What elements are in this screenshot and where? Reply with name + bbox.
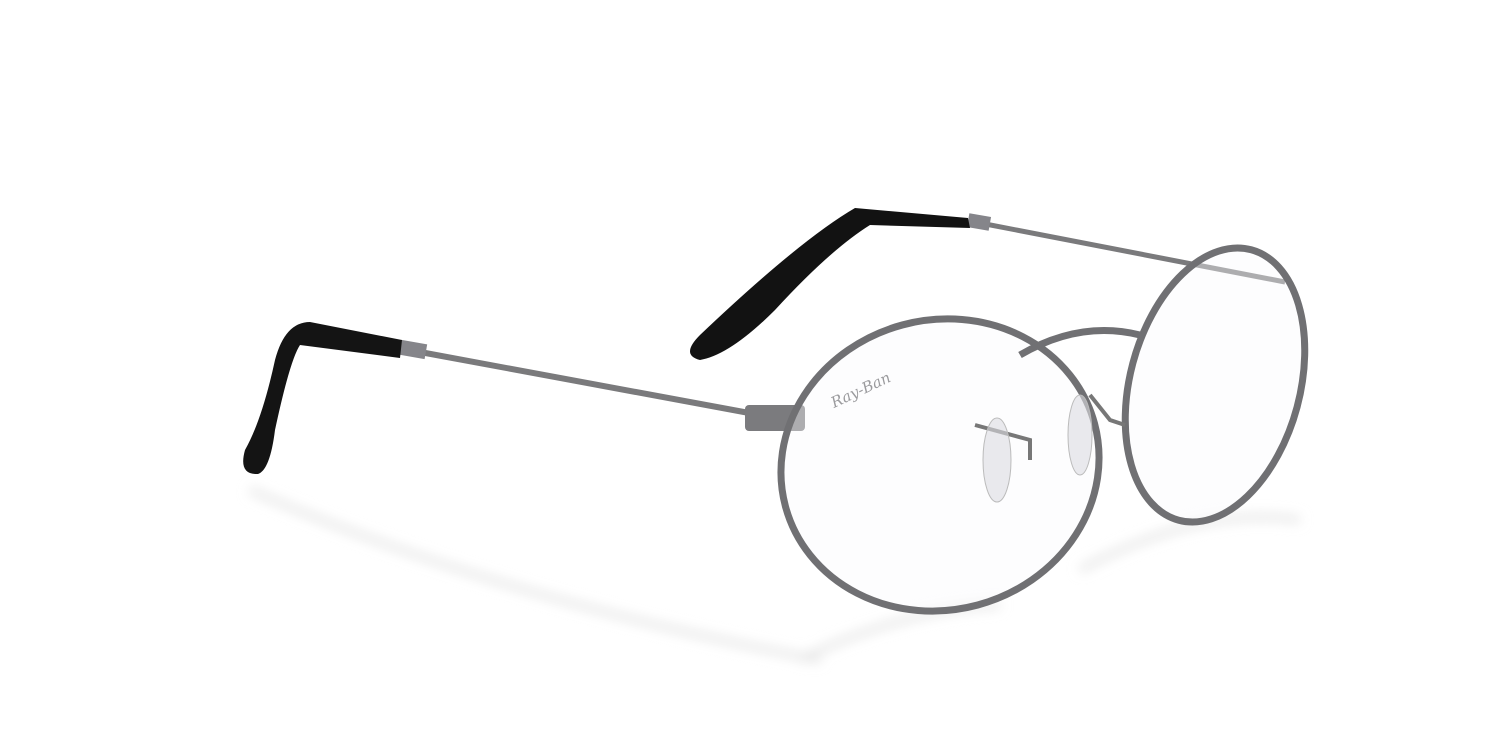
left-lens-rim bbox=[777, 315, 1103, 615]
near-temple bbox=[243, 322, 761, 475]
right-lens-rim bbox=[1121, 244, 1309, 526]
shadow bbox=[248, 487, 1301, 663]
bridge bbox=[1018, 327, 1141, 359]
far-temple bbox=[690, 208, 1286, 360]
nose-pads bbox=[974, 393, 1126, 503]
